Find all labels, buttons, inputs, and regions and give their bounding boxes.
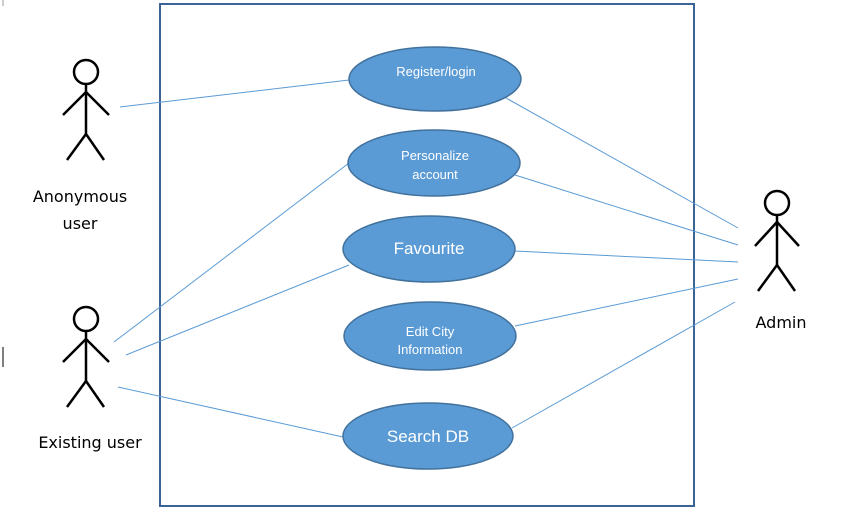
usecase-edit-city-label-line2: Information (397, 342, 462, 357)
stick-figure-icon (754, 189, 800, 292)
system-boundary (159, 3, 695, 507)
usecase-personalize-label-line1: Personalize (401, 148, 469, 163)
assoc-admin-register (505, 97, 739, 229)
usecase-register-label: Register/login (396, 64, 476, 79)
stick-figure-icon (62, 58, 110, 161)
usecase-search-db-label: Search DB (387, 427, 469, 446)
actor-anonymous-user[interactable]: Anonymous user (33, 58, 127, 233)
usecase-personalize-account[interactable]: Personalize account (347, 129, 521, 197)
actor-anonymous-label-line1: Anonymous (33, 187, 127, 206)
assoc-anonymous-register (119, 79, 350, 108)
assoc-existing-favourite (125, 264, 350, 356)
usecase-edit-city-label-line1: Edit City (406, 324, 455, 339)
assoc-admin-search (511, 301, 736, 429)
actor-admin-label: Admin (756, 313, 807, 332)
usecase-personalize-label-line2: account (412, 167, 458, 182)
assoc-existing-search (117, 386, 344, 438)
stick-figure-icon (62, 305, 110, 408)
usecase-search-db[interactable]: Search DB (342, 402, 514, 470)
assoc-admin-favourite (514, 250, 739, 263)
usecase-edit-city-information[interactable]: Edit City Information (343, 301, 517, 371)
usecase-favourite[interactable]: Favourite (342, 215, 516, 283)
actor-existing-label: Existing user (38, 433, 142, 452)
usecase-register-login[interactable]: Register/login (348, 46, 522, 112)
assoc-existing-personalize (113, 162, 350, 343)
associations (113, 79, 739, 438)
actor-existing-user[interactable]: Existing user (38, 305, 142, 452)
assoc-admin-personalize (514, 174, 739, 246)
actor-anonymous-label-line2: user (63, 214, 98, 233)
assoc-admin-edit-city (514, 278, 739, 327)
actor-admin[interactable]: Admin (754, 189, 807, 332)
usecase-favourite-label: Favourite (394, 239, 465, 258)
